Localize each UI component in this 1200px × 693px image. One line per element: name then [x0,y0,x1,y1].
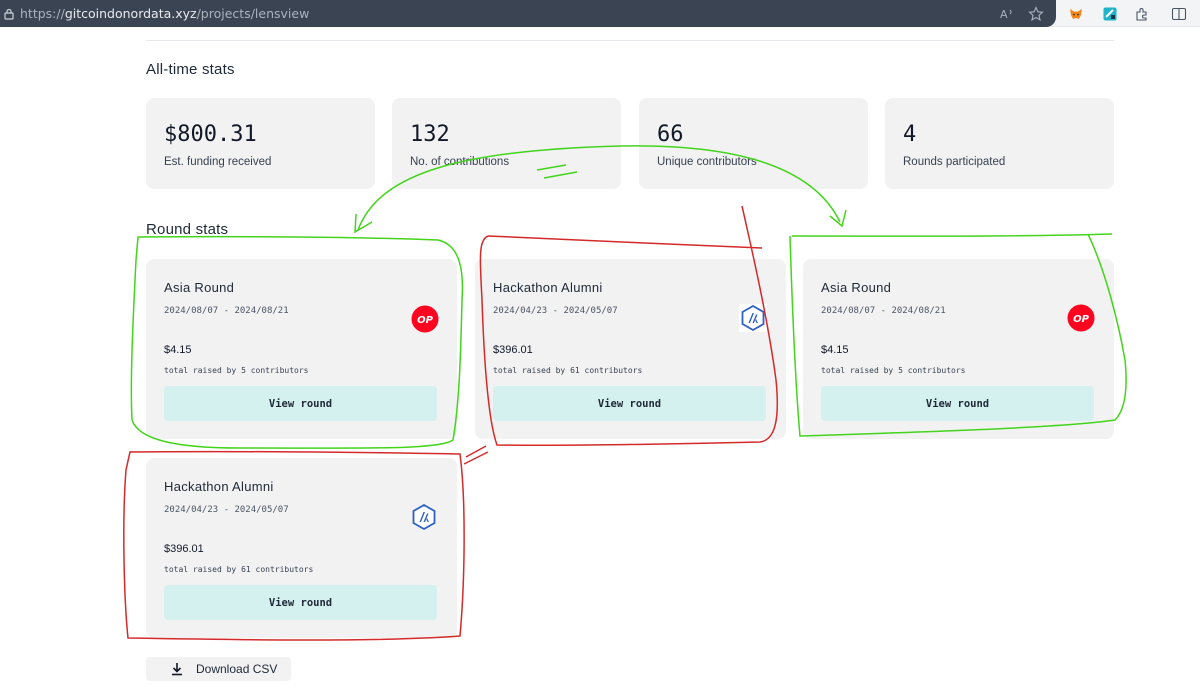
round-dates: 2024/04/23 - 2024/05/07 [493,306,618,316]
round-card: Asia Round 2024/08/07 - 2024/08/21 OP $4… [146,259,457,439]
all-time-stats-heading: All-time stats [146,61,235,78]
round-card: Asia Round 2024/08/07 - 2024/08/21 OP $4… [803,259,1114,439]
arbitrum-logo-icon [739,304,767,332]
arbitrum-logo-icon [410,503,438,531]
stat-card-funding: $800.31 Est. funding received [146,98,375,189]
green-arrowhead-left [354,213,373,234]
view-round-button[interactable]: View round [164,386,437,421]
round-subtitle: total raised by 5 contributors [164,366,309,375]
red-connector [463,445,489,465]
svg-text:OP: OP [1073,314,1090,325]
extensions-puzzle-icon[interactable] [1133,5,1151,23]
stat-label: No. of contributions [410,156,510,168]
stat-value: 132 [410,122,450,147]
view-round-button[interactable]: View round [164,585,437,620]
green-arrowhead-right [829,209,847,228]
round-dates: 2024/08/07 - 2024/08/21 [164,306,289,316]
round-name: Asia Round [164,280,235,295]
download-csv-label: Download CSV [196,662,278,676]
divider [146,40,1114,41]
stat-card-rounds: 4 Rounds participated [885,98,1114,189]
download-csv-button[interactable]: Download CSV [146,657,291,681]
round-card: Hackathon Alumni 2024/04/23 - 2024/05/07… [146,458,457,638]
site-info-icon[interactable] [2,7,16,21]
address-bar[interactable]: https://gitcoindonordata.xyz/projects/le… [0,0,1056,27]
round-amount: $396.01 [493,344,533,356]
stat-value: 66 [657,122,684,147]
stat-label: Unique contributors [657,156,757,168]
stat-value: $800.31 [164,122,257,147]
stat-label: Rounds participated [903,156,1006,168]
url-text: https://gitcoindonordata.xyz/projects/le… [20,6,310,21]
round-amount: $396.01 [164,543,204,555]
round-subtitle: total raised by 5 contributors [821,366,966,375]
round-subtitle: total raised by 61 contributors [493,366,643,375]
read-aloud-icon[interactable]: A [998,5,1016,23]
round-stats-heading: Round stats [146,221,229,238]
view-round-button[interactable]: View round [821,386,1094,421]
round-name: Asia Round [821,280,892,295]
split-screen-icon[interactable] [1170,5,1188,23]
metamask-icon[interactable] [1067,5,1085,23]
round-amount: $4.15 [821,344,849,356]
round-card: Hackathon Alumni 2024/04/23 - 2024/05/07… [475,259,786,439]
round-dates: 2024/04/23 - 2024/05/07 [164,505,289,515]
stat-card-contributions: 132 No. of contributions [392,98,621,189]
browser-toolbar: https://gitcoindonordata.xyz/projects/le… [0,0,1200,27]
op-logo-icon: OP [1067,304,1095,332]
favorite-star-icon[interactable] [1027,5,1045,23]
svg-text:OP: OP [417,315,434,326]
stat-label: Est. funding received [164,156,272,168]
stat-value: 4 [903,122,917,147]
round-name: Hackathon Alumni [164,479,274,494]
stat-card-contributors: 66 Unique contributors [639,98,868,189]
extension-icon[interactable] [1101,5,1119,23]
round-name: Hackathon Alumni [493,280,603,295]
svg-text:A: A [1000,8,1008,21]
view-round-button[interactable]: View round [493,386,766,421]
round-subtitle: total raised by 61 contributors [164,565,314,574]
download-icon [170,662,184,676]
round-dates: 2024/08/07 - 2024/08/21 [821,306,946,316]
round-amount: $4.15 [164,344,192,356]
op-logo-icon: OP [411,305,439,333]
